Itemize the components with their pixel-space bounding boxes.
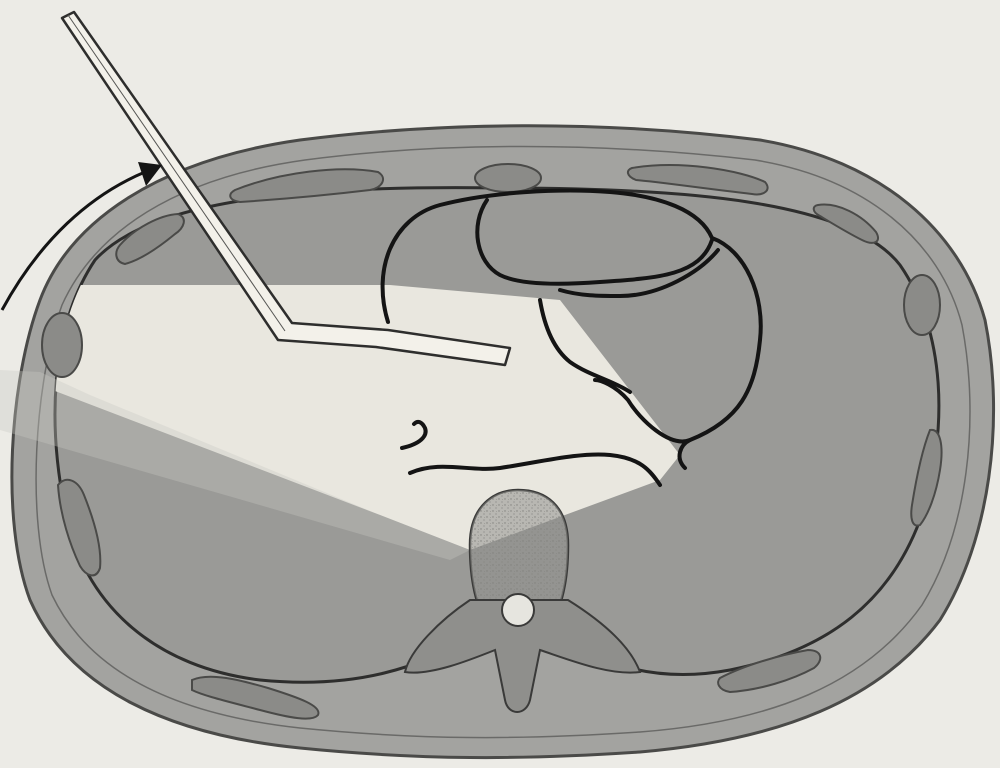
rib-right-lateral <box>904 275 940 335</box>
spinal-canal <box>502 594 534 626</box>
rib-left-lateral <box>42 313 82 377</box>
sternum <box>475 164 541 192</box>
